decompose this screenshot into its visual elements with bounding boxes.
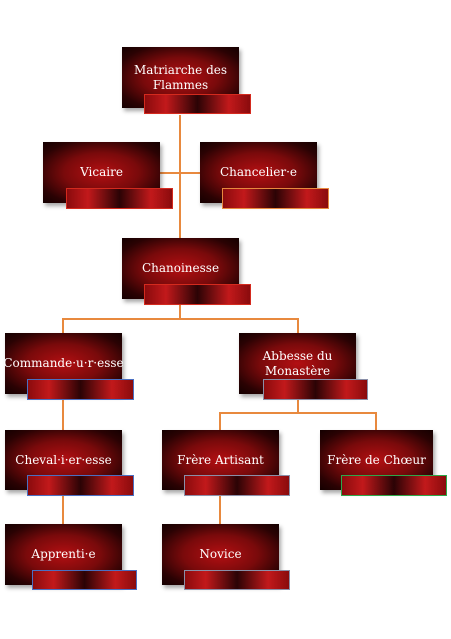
node-bar <box>144 284 251 305</box>
connector-line <box>179 305 181 319</box>
node-bar <box>32 570 137 590</box>
connector-line <box>62 400 64 430</box>
connector-line <box>219 494 221 524</box>
node-bar <box>144 94 251 114</box>
node-bar <box>27 379 134 400</box>
connector-line <box>62 318 64 333</box>
node-bar <box>27 475 134 496</box>
connector-line <box>297 318 299 333</box>
connector-line <box>219 412 376 414</box>
connector-line <box>62 318 298 320</box>
node-bar <box>263 379 368 400</box>
connector-line <box>179 115 181 238</box>
node-bar <box>184 570 290 590</box>
connector-line <box>62 494 64 524</box>
node-bar <box>341 475 447 496</box>
connector-line <box>375 412 377 430</box>
node-bar <box>222 188 329 209</box>
connector-line <box>160 172 200 174</box>
node-bar <box>184 475 290 496</box>
connector-line <box>219 412 221 430</box>
connector-line <box>297 400 299 413</box>
node-bar <box>66 188 173 209</box>
